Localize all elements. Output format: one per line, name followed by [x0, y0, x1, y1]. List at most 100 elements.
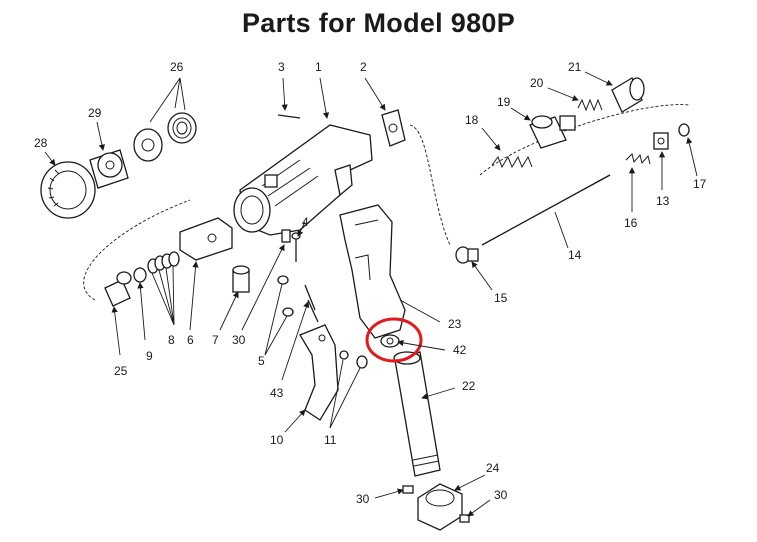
leader-22 [421, 387, 456, 400]
callout-22: 22 [462, 379, 476, 393]
callout-30-lower-left: 30 [356, 492, 370, 506]
leader-42 [397, 339, 446, 351]
part-1-gun-body [233, 124, 373, 236]
leader-8 [151, 265, 175, 326]
leader-6 [189, 261, 199, 331]
leader-15 [471, 261, 493, 291]
part-9-seat [133, 267, 147, 283]
callout-24: 24 [486, 461, 500, 475]
callout-8: 8 [168, 333, 175, 347]
part-15-fitting [455, 246, 479, 264]
callout-17: 17 [693, 177, 707, 191]
part-6-block [179, 217, 233, 261]
callout-6: 6 [187, 333, 194, 347]
diagram-title: Parts for Model 980P [241, 8, 516, 38]
callout-26: 26 [170, 60, 184, 74]
leader-9 [137, 282, 146, 341]
callout-14: 14 [568, 248, 582, 262]
leader-11 [329, 359, 361, 429]
leader-7 [219, 291, 239, 331]
part-30-screw-lower-right [459, 514, 470, 523]
callout-25: 25 [114, 364, 128, 378]
part-4-screw [291, 232, 301, 262]
callout-42: 42 [453, 343, 467, 357]
callout-1: 1 [315, 60, 322, 74]
part-21-cap [611, 77, 645, 113]
callout-15: 15 [494, 291, 508, 305]
assembly-guide-fluid [409, 124, 451, 246]
part-24-coupling-nut [417, 483, 463, 531]
callout-9: 9 [146, 349, 153, 363]
callout-29: 29 [88, 106, 102, 120]
callout-19: 19 [497, 95, 511, 109]
part-17-nut [678, 123, 690, 137]
callout-20: 20 [530, 76, 544, 90]
part-29-air-cap [89, 149, 129, 189]
callout-21: 21 [568, 60, 582, 74]
part-28-retaining-nut [40, 161, 96, 219]
part-10-trigger [299, 324, 339, 421]
callout-30-upper: 30 [232, 333, 246, 347]
assembly-guide-right [479, 104, 691, 176]
callout-13: 13 [656, 194, 670, 208]
part-43-pin [307, 299, 319, 323]
part-30-screw-lower-left [402, 485, 414, 494]
callout-18: 18 [465, 113, 479, 127]
callout-5: 5 [258, 354, 265, 368]
part-5-screws [277, 275, 316, 317]
leader-30-upper [241, 244, 285, 331]
leader-14 [554, 211, 569, 249]
part-7-fitting [232, 265, 250, 293]
leader-28 [44, 151, 56, 166]
part-42-washer [380, 334, 400, 348]
leader-26 [149, 77, 186, 123]
leader-2 [364, 77, 386, 111]
part-13-nut [653, 132, 669, 150]
part-30-screw-upper [281, 229, 291, 243]
leader-23 [399, 299, 441, 323]
part-26-diffuser-spring [133, 112, 197, 162]
part-11-screws [339, 350, 368, 369]
part-16-spring [625, 153, 651, 165]
part-19-housing [529, 115, 576, 149]
callout-4: 4 [302, 215, 309, 229]
part-18-spring [491, 155, 533, 169]
assembly-guide-left [83, 199, 191, 301]
leader-18 [481, 127, 501, 151]
leader-30-lower-right [467, 499, 491, 517]
leader-25 [111, 306, 121, 356]
leader-17 [686, 137, 698, 177]
callout-3: 3 [278, 60, 285, 74]
leader-43 [281, 301, 310, 381]
part-3-pin [277, 114, 301, 119]
leader-1 [319, 77, 330, 119]
leader-30-lower-left [374, 488, 404, 499]
part-25-fitting [104, 271, 132, 307]
callout-7: 7 [212, 333, 219, 347]
leader-3 [281, 77, 288, 111]
callout-30-lower-right: 30 [494, 488, 508, 502]
callout-11: 11 [324, 433, 337, 447]
callout-23: 23 [448, 317, 462, 331]
leader-10 [284, 409, 306, 433]
part-23-handle [339, 204, 406, 339]
part-20-spring [577, 98, 603, 112]
leader-19 [510, 107, 531, 121]
callout-28: 28 [34, 136, 48, 150]
callout-10: 10 [270, 433, 284, 447]
part-22-tube [393, 351, 441, 477]
leader-4 [297, 221, 306, 237]
part-14-needle [481, 174, 611, 246]
part-2-air-valve [381, 109, 406, 147]
callout-2: 2 [360, 60, 367, 74]
highlight-circle [365, 317, 423, 363]
leader-29 [96, 121, 105, 151]
callout-43: 43 [270, 386, 284, 400]
leader-24 [454, 474, 486, 491]
leader-21 [584, 71, 613, 86]
leader-5 [264, 283, 288, 356]
leader-20 [547, 87, 579, 101]
part-8-seals [147, 251, 180, 274]
callout-16: 16 [624, 216, 638, 230]
